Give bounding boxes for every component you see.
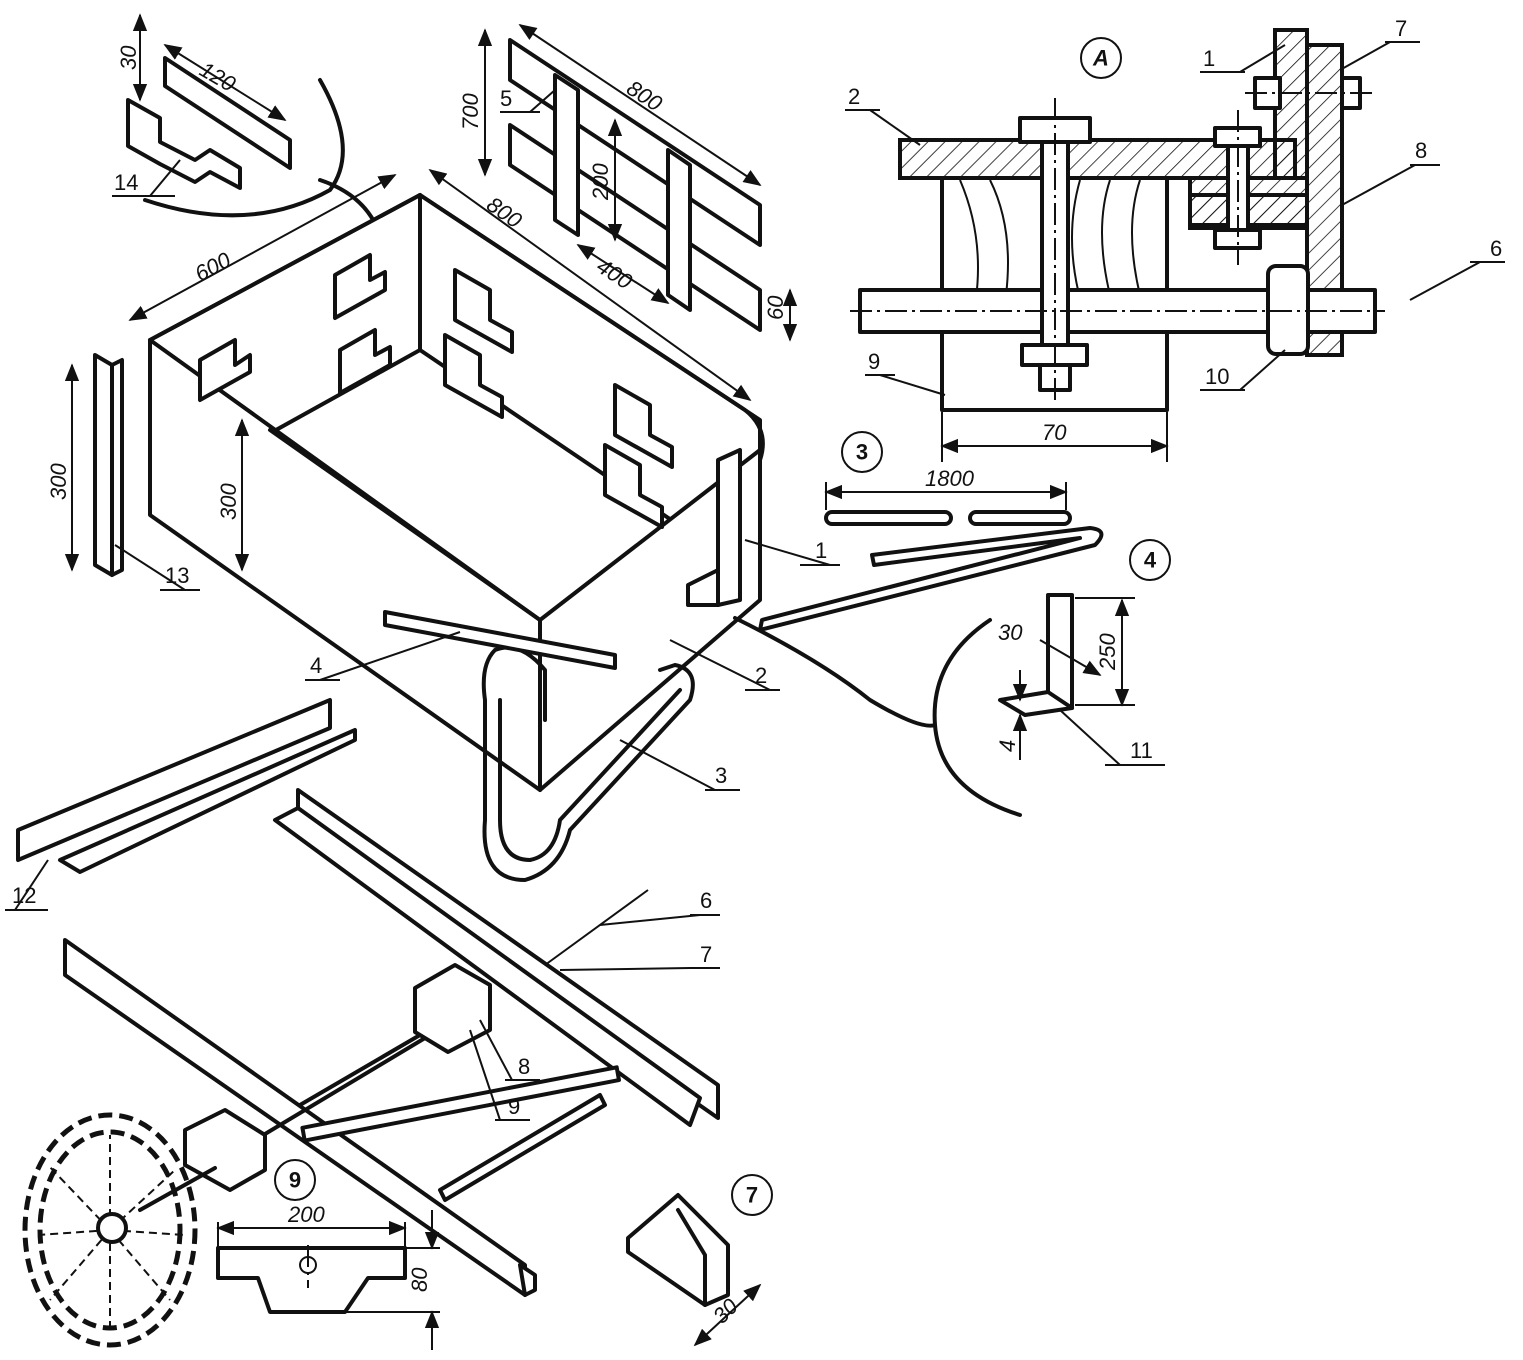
part-label-12: 12 <box>12 883 36 908</box>
bracket-detail: 120 30 14 <box>112 13 387 262</box>
wall-clip <box>198 338 252 402</box>
cross-member <box>300 1065 621 1143</box>
rail-12: 12 <box>5 698 357 911</box>
box-end-wall <box>538 448 762 792</box>
wall-clip <box>603 443 664 529</box>
a-label-2: 2 <box>848 84 860 109</box>
side-width-dim: 600 <box>191 247 236 287</box>
corner-width-dim: 30 <box>998 620 1023 645</box>
part-label-2: 2 <box>755 663 767 688</box>
detail-3-rods: 3 1800 <box>758 431 1104 632</box>
strip-height-dim: 300 <box>46 463 71 500</box>
side-board-stake-left <box>553 73 580 237</box>
wall-clip <box>613 383 674 469</box>
chassis-label-6: 6 <box>700 888 712 913</box>
bracket-width-dim: 30 <box>116 45 141 70</box>
corner-thickness-dim: 4 <box>995 740 1020 752</box>
part-label-13: 13 <box>165 563 189 588</box>
detail-4-leader <box>733 616 937 728</box>
chassis-label-7: 7 <box>700 942 712 967</box>
board-length-dim: 800 <box>622 75 667 116</box>
corner-strip-13: 300 13 <box>46 353 200 591</box>
rail-face <box>16 698 332 862</box>
part-label-4: 4 <box>310 653 322 678</box>
wheel-outline <box>22 1112 198 1348</box>
chassis-label-9: 9 <box>508 1094 520 1119</box>
callout-4-circle <box>1129 539 1171 581</box>
block-height-dim: 80 <box>407 1267 432 1292</box>
rod-part <box>383 610 617 670</box>
wheel <box>22 1112 217 1348</box>
corner-bracket <box>716 448 742 607</box>
a-label-6: 6 <box>1490 236 1502 261</box>
part-label-3: 3 <box>715 763 727 788</box>
rod-segment <box>968 510 1072 526</box>
callout-a-circle <box>1080 37 1122 79</box>
corner-strip <box>93 353 114 577</box>
callout-7: 7 <box>746 1183 758 1208</box>
callout-3-circle <box>841 431 883 473</box>
corner-height-dim: 250 <box>1095 633 1120 671</box>
board-gap-dim: 200 <box>588 163 613 201</box>
callout-7-circle <box>731 1174 773 1216</box>
side-height-dim: 300 <box>216 483 241 520</box>
cargo-box: 600 800 300 1 2 3 4 <box>128 168 840 882</box>
callout-3: 3 <box>856 440 868 465</box>
detail-9-block: 9 200 80 <box>216 1159 440 1350</box>
part-label-5: 5 <box>500 86 512 111</box>
callout-9: 9 <box>289 1168 301 1193</box>
block-length-dim: 200 <box>287 1202 325 1227</box>
part-label-11: 11 <box>1130 738 1153 763</box>
bearing-block <box>413 963 492 1054</box>
callout-9-circle <box>274 1159 316 1201</box>
part-label-1: 1 <box>815 538 827 563</box>
board-width-dim: 60 <box>763 295 788 320</box>
a-label-9: 9 <box>868 349 880 374</box>
a-label-1: 1 <box>1203 46 1215 71</box>
detail-7-angle: 7 30 <box>626 1174 773 1347</box>
callout-4: 4 <box>1144 548 1157 573</box>
detail-4-corner: 4 250 30 4 11 <box>733 539 1171 817</box>
bent-rod <box>758 526 1104 632</box>
detail-a-section: A 70 1 7 <box>845 16 1505 462</box>
a-label-10: 10 <box>1205 364 1229 389</box>
block-width-dim: 70 <box>1042 420 1067 445</box>
bearing-block <box>183 1108 267 1192</box>
board-height-dim: 700 <box>458 93 483 130</box>
part-label-14: 14 <box>114 170 138 195</box>
chassis: 6 7 8 9 <box>63 788 720 1297</box>
rod-segment <box>824 510 953 526</box>
wall-clip <box>338 328 392 395</box>
side-board-stake-right <box>666 148 692 312</box>
chassis-label-8: 8 <box>518 1054 530 1079</box>
callout-a: A <box>1092 46 1109 71</box>
rod-length-dim: 1800 <box>925 466 975 491</box>
cross-member <box>438 1093 607 1202</box>
a-label-8: 8 <box>1415 138 1427 163</box>
a-label-7: 7 <box>1395 16 1407 41</box>
box-length-dim: 800 <box>482 192 527 234</box>
handle-tube <box>481 645 695 882</box>
